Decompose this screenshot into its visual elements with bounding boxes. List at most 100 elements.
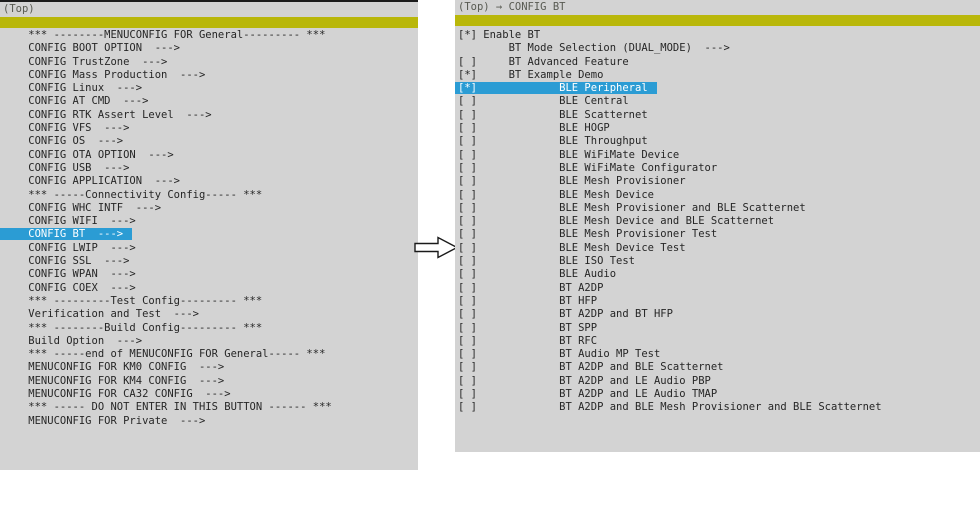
menuconfig-root-panel: (Top) *** --------MENUCONFIG FOR General… [0,0,418,470]
menu-item[interactable]: CONFIG BT ---> [3,228,418,241]
menu-item[interactable]: [ ] BLE Central [458,95,980,108]
menu-item-label: CONFIG AT CMD ---> [3,95,149,108]
menu-separator: *** ---------Test Config--------- *** [3,295,418,308]
menu-item[interactable]: CONFIG AT CMD ---> [3,95,418,108]
menu-item-label: [ ] BLE HOGP [458,122,610,135]
menu-item-label: CONFIG WIFI ---> [3,215,136,228]
breadcrumb: (Top) [3,3,35,15]
menu-item[interactable]: [ ] BLE WiFiMate Device [458,149,980,162]
menu-item-label: CONFIG Linux ---> [3,82,143,95]
menu-item-label: [ ] BT HFP [458,294,598,307]
highlight-separator-bar [455,15,980,26]
menu-item-label: [ ] BLE Mesh Provisioner Test [458,228,718,241]
menu-item-label: *** -----end of MENUCONFIG FOR General--… [3,348,326,361]
menu-item-label: BT Mode Selection (DUAL_MODE) ---> [458,42,730,55]
menu-item[interactable]: [ ] BLE Mesh Device Test [458,242,980,255]
menu-item[interactable]: CONFIG TrustZone ---> [3,56,418,69]
menu-item[interactable]: Verification and Test ---> [3,308,418,321]
menu-item[interactable]: MENUCONFIG FOR CA32 CONFIG ---> [3,388,418,401]
menu-item-label: [*] Enable BT [458,29,541,41]
menu-item[interactable]: CONFIG OTA OPTION ---> [3,149,418,162]
config-bt-submenu-panel: (Top) → CONFIG BT [*] Enable BT BT Mode … [455,0,980,452]
menu-item[interactable]: [ ] BLE WiFiMate Configurator [458,162,980,175]
menu-item-label: [ ] BT A2DP and LE Audio PBP [458,374,711,387]
menu-item[interactable]: [*] BT Example Demo [458,69,980,82]
menu-item[interactable]: [ ] BLE Mesh Provisioner [458,175,980,188]
menu-item-label: [ ] BLE Mesh Device Test [458,241,686,254]
menu-separator: *** -----Connectivity Config----- *** [3,189,418,202]
menu-item[interactable]: MENUCONFIG FOR KM0 CONFIG ---> [3,361,418,374]
menu-item[interactable]: CONFIG SSL ---> [3,255,418,268]
menu-item[interactable]: [ ] BLE Mesh Provisioner Test [458,228,980,241]
menu-item-label: [ ] BLE WiFiMate Device [458,148,680,161]
menu-item-label: CONFIG APPLICATION ---> [3,175,181,188]
menu-item[interactable]: [ ] BT A2DP [458,282,980,295]
menu-item[interactable]: [ ] BT A2DP and LE Audio TMAP [458,388,980,401]
menu-item-label: MENUCONFIG FOR KM4 CONFIG ---> [3,374,225,387]
menu-item-label: [ ] BT A2DP and BLE Scatternet [458,361,724,374]
menu-item-label: [ ] BT A2DP and BLE Mesh Provisioner and… [458,401,882,414]
menu-item[interactable]: [ ] BLE ISO Test [458,255,980,268]
menu-item-label: [ ] BT A2DP and LE Audio TMAP [458,388,718,401]
menu-item[interactable]: MENUCONFIG FOR Private ---> [3,415,418,428]
menu-item[interactable]: [ ] BLE HOGP [458,122,980,135]
menu-item[interactable]: CONFIG Linux ---> [3,82,418,95]
menu-item[interactable]: [ ] BT HFP [458,295,980,308]
menu-separator: *** -----end of MENUCONFIG FOR General--… [3,348,418,361]
menu-separator: *** ----- DO NOT ENTER IN THIS BUTTON --… [3,401,418,414]
menu-item[interactable]: [ ] BT Audio MP Test [458,348,980,361]
menu-item[interactable]: [ ] BT SPP [458,322,980,335]
menu-item[interactable]: [ ] BT A2DP and LE Audio PBP [458,375,980,388]
highlight-separator-bar [0,17,418,28]
menu-item-label: CONFIG COEX ---> [3,281,136,294]
menu-item-label: CONFIG LWIP ---> [3,241,136,254]
menu-item-label: CONFIG WHC INTF ---> [3,201,162,214]
menu-item[interactable]: MENUCONFIG FOR KM4 CONFIG ---> [3,375,418,388]
menu-item[interactable]: CONFIG APPLICATION ---> [3,175,418,188]
menu-item[interactable]: [ ] BLE Throughput [458,135,980,148]
menu-item[interactable]: [ ] BT A2DP and BLE Scatternet [458,361,980,374]
menu-item[interactable]: CONFIG Mass Production ---> [3,69,418,82]
menu-item[interactable]: [ ] BLE Scatternet [458,109,980,122]
menu-item[interactable]: [ ] BT Advanced Feature [458,56,980,69]
menu-item-label: [ ] BLE Mesh Device and BLE Scatternet [458,215,775,228]
menu-item[interactable]: BT Mode Selection (DUAL_MODE) ---> [458,42,980,55]
menu-item[interactable]: [ ] BT A2DP and BT HFP [458,308,980,321]
menu-item[interactable]: [ ] BLE Mesh Device [458,189,980,202]
menu-item[interactable]: [ ] BLE Mesh Device and BLE Scatternet [458,215,980,228]
menu-item[interactable]: CONFIG WIFI ---> [3,215,418,228]
menu-item-label: CONFIG TrustZone ---> [3,55,168,68]
menu-item-label: [*] BT Example Demo [458,68,604,81]
menu-item-label: [*] BLE Peripheral [458,82,648,95]
menu-item-label: [ ] BLE WiFiMate Configurator [458,161,718,174]
menu-separator: *** --------Build Config--------- *** [3,322,418,335]
menu-item[interactable]: CONFIG WPAN ---> [3,268,418,281]
menu-item-label: CONFIG OTA OPTION ---> [3,148,174,161]
menu-item-label: [ ] BT Advanced Feature [458,55,629,68]
menu-item[interactable]: CONFIG COEX ---> [3,282,418,295]
menu-item-label: CONFIG SSL ---> [3,255,130,268]
menu-item[interactable]: CONFIG LWIP ---> [3,242,418,255]
menu-item-label: *** ---------Test Config--------- *** [3,294,263,307]
menu-item[interactable]: [ ] BT A2DP and BLE Mesh Provisioner and… [458,401,980,414]
menu-item[interactable]: [*] BLE Peripheral [458,82,980,95]
menu-item[interactable]: CONFIG WHC INTF ---> [3,202,418,215]
menu-item[interactable]: CONFIG RTK Assert Level ---> [3,109,418,122]
menu-item-label: MENUCONFIG FOR CA32 CONFIG ---> [3,388,231,401]
menu-item-label: [ ] BT A2DP and BT HFP [458,308,673,321]
menu-item[interactable]: [ ] BLE Mesh Provisioner and BLE Scatter… [458,202,980,215]
menu-item[interactable]: [ ] BT RFC [458,335,980,348]
menu-item-label: [ ] BLE ISO Test [458,255,636,268]
menu-item[interactable]: [ ] BLE Audio [458,268,980,281]
menu-item[interactable]: CONFIG USB ---> [3,162,418,175]
menu-item-label: CONFIG VFS ---> [3,122,130,135]
menu-item-label: CONFIG RTK Assert Level ---> [3,108,212,121]
menu-item[interactable]: CONFIG VFS ---> [3,122,418,135]
menu-item[interactable]: CONFIG OS ---> [3,135,418,148]
menu-item-label: *** --------Build Config--------- *** [3,321,263,334]
menu-item[interactable]: Build Option ---> [3,335,418,348]
menu-item[interactable]: [*] Enable BT [458,29,980,42]
menu-item-label: *** --------MENUCONFIG FOR General------… [3,29,326,41]
menu-item[interactable]: CONFIG BOOT OPTION ---> [3,42,418,55]
